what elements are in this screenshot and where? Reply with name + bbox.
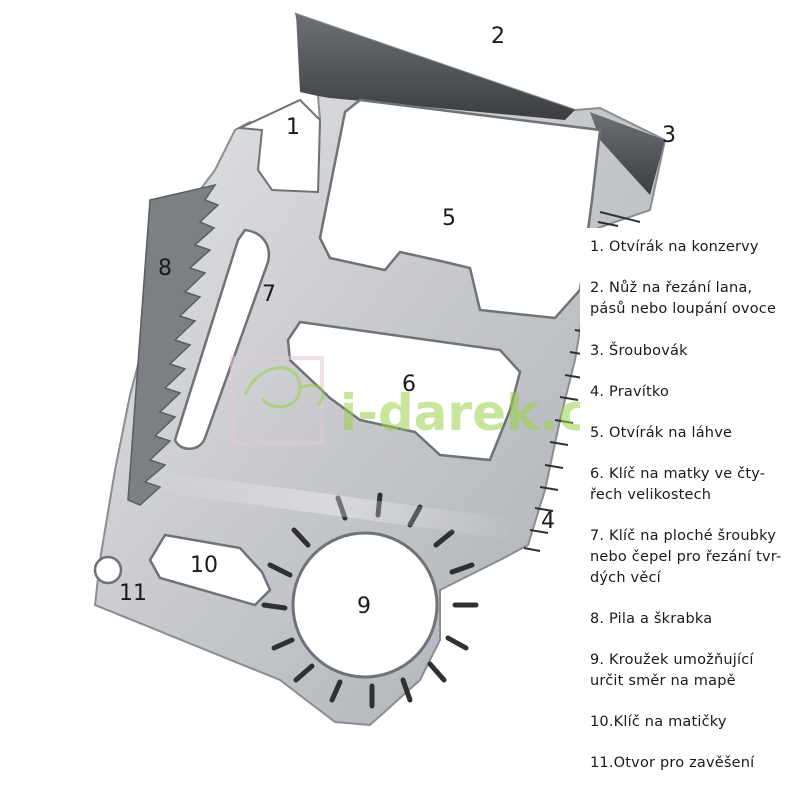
label-10: 10 bbox=[190, 553, 218, 578]
label-2: 2 bbox=[491, 24, 505, 49]
legend-item-5: 5. Otvírák na láhve bbox=[590, 425, 733, 441]
label-5: 5 bbox=[442, 206, 456, 231]
watermark-text: i-darek.cz bbox=[340, 384, 617, 442]
legend-item-10: 10.Klíč na matičky bbox=[590, 714, 727, 730]
label-7: 7 bbox=[262, 282, 276, 307]
legend-item-3: 3. Šroubovák bbox=[590, 343, 688, 359]
legend-item-7: 7. Klíč na ploché šroubky nebo čepel pro… bbox=[590, 528, 782, 586]
screwdriver-tip bbox=[590, 112, 665, 195]
label-3: 3 bbox=[662, 123, 676, 148]
watermark: i-darek.cz bbox=[230, 356, 617, 445]
flat-screwdriver-slot bbox=[173, 228, 271, 450]
label-8: 8 bbox=[158, 256, 172, 281]
legend-panel: 1. Otvírák na konzervy 2. Nůž na řezání … bbox=[580, 228, 800, 800]
legend-item-2: 2. Nůž na řezání lana, pásů nebo loupání… bbox=[590, 280, 777, 317]
label-1: 1 bbox=[286, 115, 300, 140]
legend-item-8: 8. Pila a škrabka bbox=[590, 611, 713, 627]
legend-item-6: 6. Klíč na matky ve čty- řech velikostec… bbox=[590, 466, 766, 503]
nut-wrench-cutout bbox=[148, 533, 272, 607]
label-6: 6 bbox=[402, 372, 416, 397]
legend-item-9: 9. Kroužek umožňující určit směr na mapě bbox=[590, 652, 754, 689]
card-highlight bbox=[145, 470, 520, 540]
can-opener-cutout bbox=[236, 98, 322, 194]
legend-item-1: 1. Otvírák na konzervy bbox=[590, 239, 759, 255]
saw-teeth bbox=[127, 183, 220, 506]
compass-ring-cutout bbox=[291, 531, 439, 679]
bottle-opener-cutout bbox=[318, 98, 602, 320]
legend-item-11: 11.Otvor pro zavěšení bbox=[590, 755, 755, 771]
knife-blade bbox=[296, 14, 575, 120]
legend-item-4: 4. Pravítko bbox=[590, 384, 670, 400]
label-4: 4 bbox=[541, 509, 555, 534]
hanging-hole bbox=[93, 555, 123, 585]
label-11: 11 bbox=[119, 581, 147, 606]
label-9: 9 bbox=[357, 594, 371, 619]
